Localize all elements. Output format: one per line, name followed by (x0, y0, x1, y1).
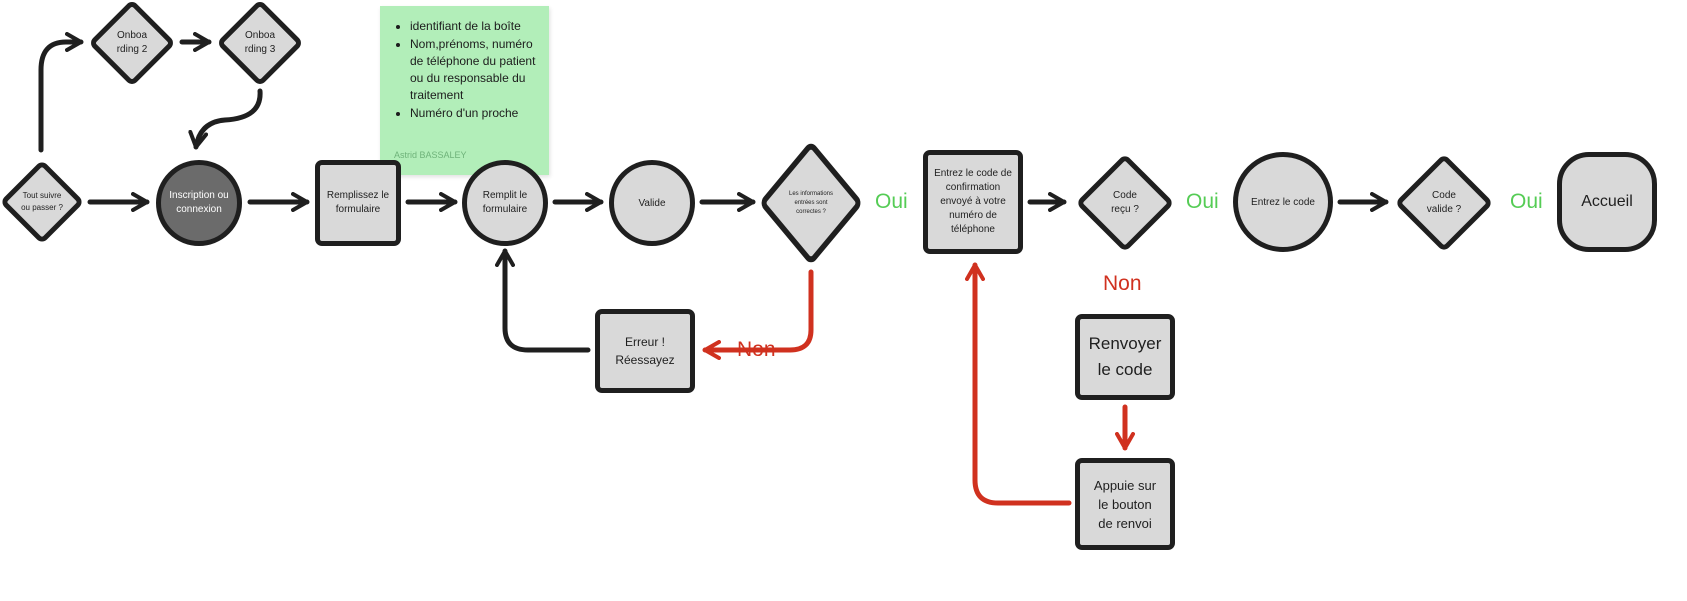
sticky-note-author: Astrid BASSALEY (394, 150, 467, 160)
decision-code-valide: Code valide ? (1394, 153, 1494, 253)
label-non-2: Non (1103, 272, 1142, 295)
decision-label: Les informations entrées sont correctes … (788, 190, 834, 215)
node-erreur: Erreur ! Réessayez (595, 309, 695, 393)
node-valide: Valide (609, 160, 695, 246)
edge-onboarding3-to-inscription (188, 88, 263, 150)
node-appuie: Appuie sur le bouton de renvoi (1075, 458, 1175, 550)
edge-infos-non-to-erreur (702, 269, 814, 360)
node-remplissez: Remplissez le formulaire (315, 160, 401, 246)
sticky-note-item: Nom,prénoms, numéro de téléphone du pati… (410, 36, 539, 104)
label-oui-3: Oui (1510, 190, 1543, 213)
sticky-note-list: identifiant de la boîte Nom,prénoms, num… (390, 18, 539, 122)
node-renvoyer: Renvoyer le code (1075, 314, 1175, 400)
node-inscription: Inscription ou connexion (156, 160, 242, 246)
decision-infos-correctes: Les informations entrées sont correctes … (758, 140, 864, 266)
edge-appuie-to-confirmation (965, 262, 1072, 506)
sticky-note: identifiant de la boîte Nom,prénoms, num… (380, 6, 549, 175)
label-oui-2: Oui (1186, 190, 1219, 213)
node-entrez-code: Entrez le code (1233, 152, 1333, 252)
label-oui-1: Oui (875, 190, 908, 213)
decision-label: Code reçu ? (1111, 189, 1139, 216)
node-remplit: Remplit le formulaire (462, 160, 548, 246)
decision-label: Code valide ? (1426, 189, 1462, 216)
decision-onboarding-2: Onboa rding 2 (88, 0, 176, 87)
edge-tout-to-onboarding2 (38, 32, 84, 153)
decision-label: Tout suivre ou passer ? (21, 191, 63, 212)
node-accueil: Accueil (1557, 152, 1657, 252)
decision-code-recu: Code reçu ? (1075, 153, 1175, 253)
decision-tout-suivre: Tout suivre ou passer ? (0, 159, 85, 245)
sticky-note-item: Numéro d'un proche (410, 105, 539, 122)
decision-onboarding-3: Onboa rding 3 (216, 0, 304, 87)
node-entrez-code-confirmation: Entrez le code de confirmation envoyé à … (923, 150, 1023, 254)
decision-label: Onboa rding 3 (244, 29, 276, 56)
label-non-1: Non (737, 338, 776, 361)
decision-label: Onboa rding 2 (116, 29, 148, 56)
edge-erreur-to-remplit (495, 248, 591, 353)
sticky-note-item: identifiant de la boîte (410, 18, 539, 35)
